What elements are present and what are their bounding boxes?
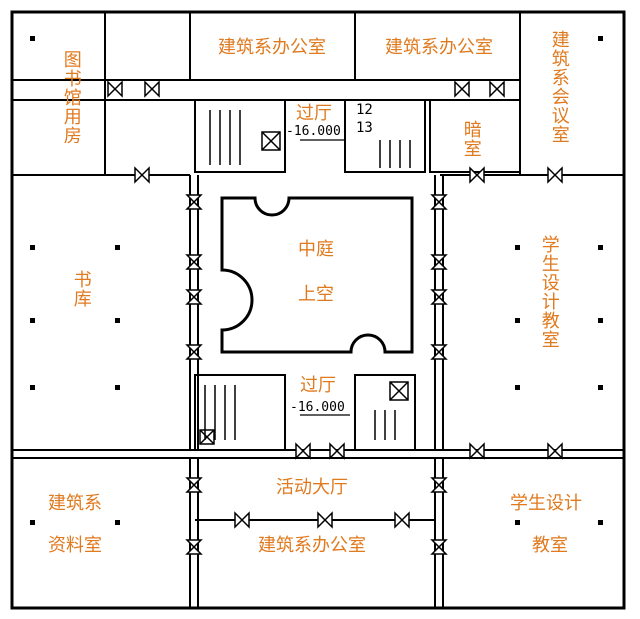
- room-label-atrium-2: 上空: [298, 284, 334, 305]
- door-symbol: [134, 166, 150, 184]
- column: [30, 318, 35, 323]
- column: [515, 385, 520, 390]
- atrium-void: [220, 196, 414, 354]
- column: [598, 318, 603, 323]
- door-symbol: [469, 166, 485, 184]
- door-symbol: [185, 254, 203, 270]
- door-symbol: [547, 166, 563, 184]
- door-symbol: [430, 289, 448, 305]
- door-symbol: [107, 80, 123, 98]
- room-label-activity-hall: 活动大厅: [276, 477, 348, 498]
- door-symbol: [144, 80, 160, 98]
- room-label-atrium-1: 中庭: [298, 239, 334, 260]
- door-symbol: [185, 194, 203, 210]
- stair-number-12: 12: [356, 102, 373, 118]
- column: [30, 385, 35, 390]
- room-label-meeting: 建筑系会议室: [548, 30, 570, 144]
- door-symbol: [317, 511, 333, 529]
- column: [115, 385, 120, 390]
- column: [515, 245, 520, 250]
- column: [515, 318, 520, 323]
- door-symbol: [234, 511, 250, 529]
- elevator-box: [199, 429, 215, 445]
- door-symbol: [547, 442, 563, 460]
- door-symbol: [295, 442, 311, 460]
- room-label-studio-bottom-1: 学生设计: [510, 493, 582, 514]
- column: [598, 385, 603, 390]
- door-symbol: [185, 477, 203, 493]
- column: [598, 245, 603, 250]
- stair-number-13: 13: [356, 120, 373, 136]
- door-symbol: [185, 539, 203, 555]
- door-symbol: [185, 344, 203, 360]
- room-label-archive-2: 资料室: [48, 535, 102, 556]
- core-bottom-left: [194, 374, 286, 451]
- elevation-bottom: -16.000: [290, 400, 345, 415]
- door-symbol: [430, 344, 448, 360]
- room-label-archive-1: 建筑系: [48, 493, 102, 514]
- door-symbol: [430, 254, 448, 270]
- room-label-office-bottom: 建筑系办公室: [258, 535, 366, 556]
- room-label-dark-room: 暗室: [460, 120, 482, 158]
- room-label-office-top-right: 建筑系办公室: [385, 37, 493, 58]
- column: [30, 36, 35, 41]
- door-symbol: [329, 442, 345, 460]
- room-label-hall-top: 过厅: [296, 103, 332, 124]
- room-label-hall-bottom: 过厅: [300, 375, 336, 396]
- column: [30, 245, 35, 250]
- door-symbol: [430, 539, 448, 555]
- column: [115, 245, 120, 250]
- door-symbol: [430, 194, 448, 210]
- column: [598, 520, 603, 525]
- core-bottom-right: [354, 374, 416, 451]
- core-top-right: [344, 99, 426, 173]
- room-label-office-top-left: 建筑系办公室: [218, 37, 326, 58]
- door-symbol: [454, 80, 470, 98]
- door-symbol: [430, 477, 448, 493]
- door-symbol: [469, 442, 485, 460]
- room-label-library: 图书馆用房: [60, 50, 82, 145]
- elevator-box: [261, 131, 281, 151]
- column: [598, 36, 603, 41]
- column: [115, 318, 120, 323]
- elevator-box: [389, 381, 409, 401]
- outer-wall: [10, 10, 626, 610]
- core-top-left: [194, 99, 286, 173]
- room-label-student-studio-right: 学生设计教室: [538, 235, 560, 349]
- door-symbol: [394, 511, 410, 529]
- column: [115, 520, 120, 525]
- room-label-stacks: 书库: [70, 270, 92, 308]
- room-label-studio-bottom-2: 教室: [532, 535, 568, 556]
- door-symbol: [185, 289, 203, 305]
- elevation-top: -16.000: [286, 124, 341, 139]
- column: [515, 520, 520, 525]
- column: [30, 520, 35, 525]
- door-symbol: [489, 80, 505, 98]
